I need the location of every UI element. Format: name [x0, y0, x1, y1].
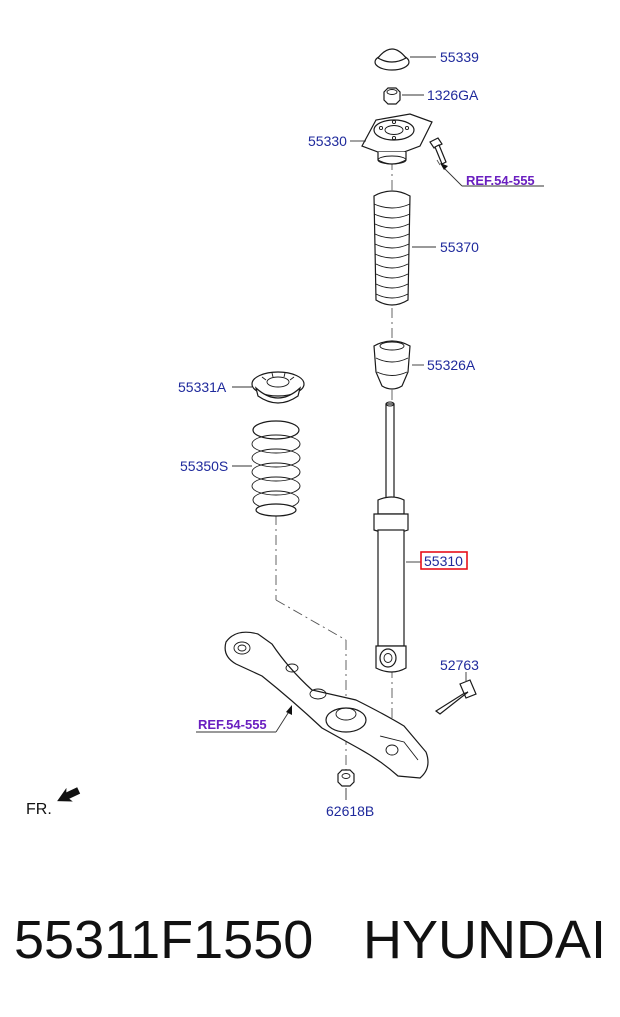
exploded-parts-diagram: 55339 1326GA 55330 REF.54-555 [26, 48, 544, 819]
label-55339[interactable]: 55339 [440, 49, 479, 65]
label-52763[interactable]: 52763 [440, 657, 479, 673]
fr-label: FR. [26, 801, 52, 818]
brand-name: HYUNDAI [362, 910, 606, 970]
label-55310[interactable]: 55310 [424, 553, 463, 569]
label-55331a[interactable]: 55331A [178, 379, 227, 395]
part-62618b-nut[interactable] [337, 769, 355, 800]
label-55370[interactable]: 55370 [440, 239, 479, 255]
front-direction-marker [57, 787, 81, 802]
ref-top-leader [440, 163, 544, 187]
part-55310-shock-absorber[interactable] [373, 401, 421, 673]
part-55330-top-mount[interactable] [350, 113, 433, 165]
label-55350s[interactable]: 55350S [180, 458, 228, 474]
part-55350s-coil-spring[interactable] [232, 420, 301, 517]
label-1326ga[interactable]: 1326GA [427, 87, 479, 103]
lower-control-arm[interactable] [224, 631, 429, 779]
part-number: 55311F1550 [14, 910, 314, 970]
label-62618b[interactable]: 62618B [326, 803, 374, 819]
label-55326a[interactable]: 55326A [427, 357, 476, 373]
part-55331a-spring-pad[interactable] [232, 371, 305, 404]
mount-bolt[interactable] [429, 137, 447, 165]
part-55339-cap[interactable] [374, 48, 436, 71]
part-52763-bolt[interactable] [434, 672, 477, 715]
highlight-box-55310 [420, 551, 468, 570]
part-55370-dust-boot[interactable] [373, 190, 436, 306]
caption-bar: 55311F1550 HYUNDAI [0, 900, 620, 980]
label-55330[interactable]: 55330 [308, 133, 347, 149]
ref-bottom-leader [196, 705, 292, 733]
ref-54-555-bottom[interactable]: REF.54-555 [198, 717, 267, 732]
front-arrow-icon [57, 787, 81, 802]
ref-54-555-top[interactable]: REF.54-555 [466, 173, 535, 188]
part-1326ga-nut[interactable] [383, 87, 424, 105]
part-55326a-bump-stopper[interactable] [373, 340, 424, 390]
